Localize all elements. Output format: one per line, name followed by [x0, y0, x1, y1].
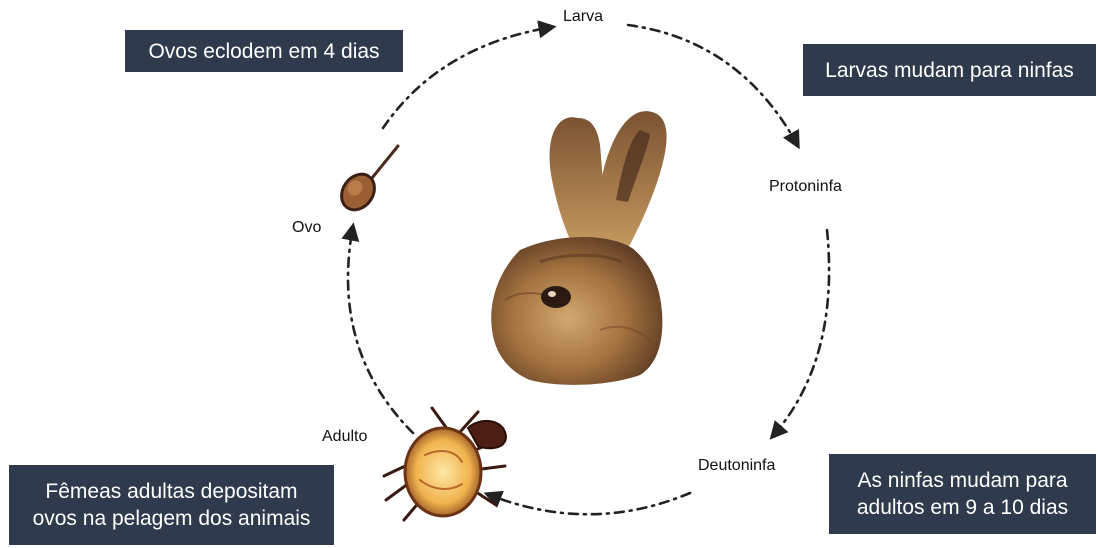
arrow-ovo-to-larva: [383, 27, 553, 128]
rabbit-head-icon: [491, 111, 666, 385]
arrow-deutoninfa-to-adulto: [487, 493, 690, 514]
note-females-lay: Fêmeas adultas depositam ovos na pelagem…: [9, 465, 334, 545]
stage-label-adulto: Adulto: [322, 428, 367, 446]
stage-label-deutoninfa: Deutoninfa: [698, 457, 775, 475]
stage-label-ovo: Ovo: [292, 219, 321, 237]
arrow-adulto-to-ovo: [348, 226, 413, 433]
mite-icon: [384, 408, 506, 520]
stage-label-protoninfa: Protoninfa: [769, 178, 842, 196]
note-nymphs-molt: As ninfas mudam para adultos em 9 a 10 d…: [829, 454, 1096, 534]
mite-egg-icon: [335, 146, 398, 216]
stage-label-larva: Larva: [563, 8, 603, 26]
note-larvae-molt: Larvas mudam para ninfas: [803, 44, 1096, 96]
arrow-protoninfa-to-deutoninfa: [772, 230, 829, 437]
note-eggs-hatch: Ovos eclodem em 4 dias: [125, 30, 403, 72]
